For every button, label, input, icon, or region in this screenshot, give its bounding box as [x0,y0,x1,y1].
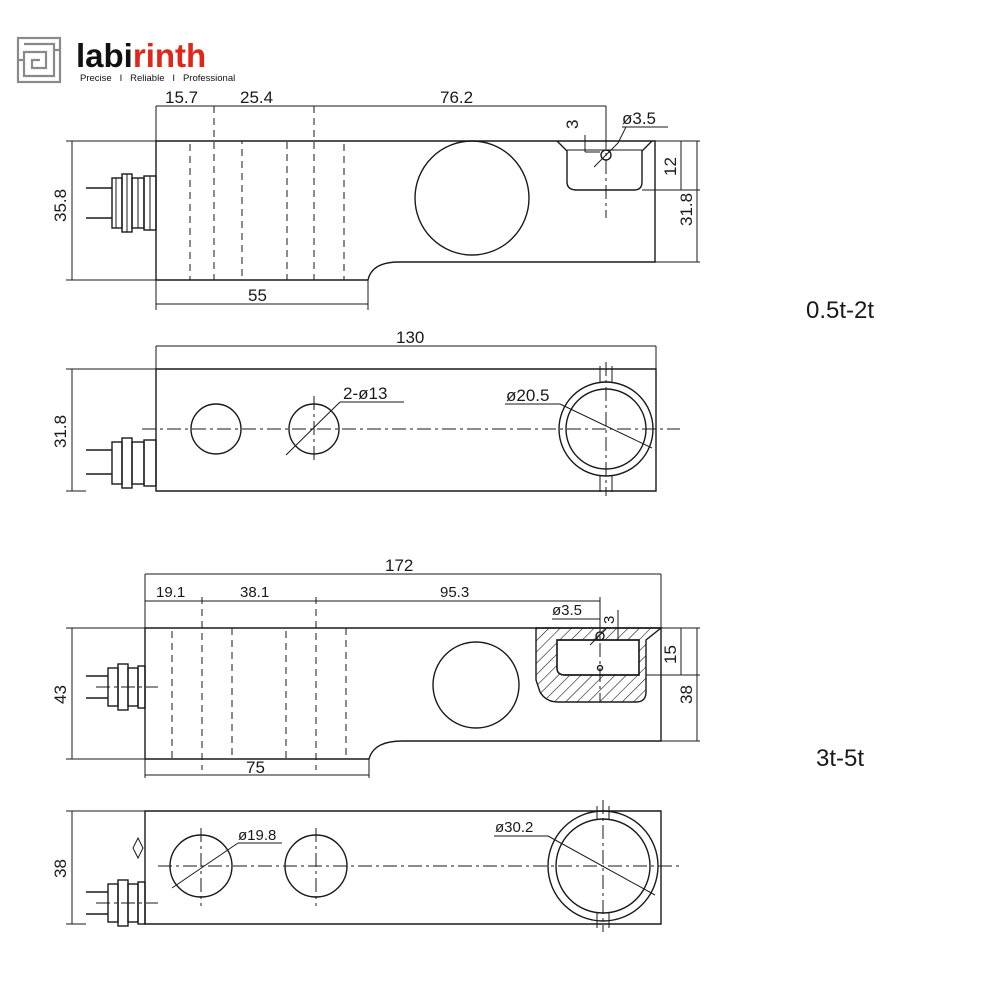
bottom-dim-75: 75 [246,758,265,777]
diamond-marker-icon [132,836,144,860]
range-label-top: 0.5t-2t [806,297,874,324]
top-side-view: 15.7 25.4 76.2 ø3.5 3 55 35.8 12 31.8 [51,88,700,310]
brand-prefix: labi [76,37,133,74]
top-dim-31-8-left: 31.8 [51,415,70,448]
top-dim-130: 130 [396,328,424,347]
top-dim-31-8-right: 31.8 [677,193,696,226]
range-label-bottom: 3t-5t [816,745,864,772]
bottom-dim-172: 172 [385,556,413,575]
cable-gland [86,879,158,927]
mount-hole [432,641,520,729]
brand-suffix: rinth [133,37,206,74]
bottom-dim-offset: 3 [601,616,618,624]
top-dim-offset: 3 [563,120,582,129]
top-dim-76-2: 76.2 [440,88,473,107]
cable-gland [86,173,157,233]
top-dim-15-7: 15.7 [165,88,198,107]
bottom-dim-15: 15 [661,645,680,664]
brand-name: labirinth [76,37,206,74]
bottom-dim-19-1: 19.1 [156,584,185,601]
bottom-dim-big-hole: ø30.2 [495,819,533,836]
beam-body [144,627,662,760]
top-plan-view: 130 2-ø13 ø20.5 31.8 [51,328,680,496]
top-dim-55: 55 [248,286,267,305]
cable-gland [86,663,158,711]
top-dim-12: 12 [661,157,680,176]
bottom-dim-hole: ø3.5 [552,602,582,619]
labyrinth-mark-icon [16,36,62,84]
top-dim-25-4: 25.4 [240,88,273,107]
top-dim-35-8: 35.8 [51,189,70,222]
top-dim-holes: 2-ø13 [343,384,387,403]
mount-hole [414,140,530,256]
logo: labirinth Precise I Reliable I Professio… [16,36,235,84]
bottom-dim-95-3: 95.3 [440,584,469,601]
cable-gland [86,437,157,489]
bottom-side-view: 172 19.1 38.1 95.3 ø3.5 3 [51,556,700,778]
beam-plan [155,368,657,492]
bottom-plan-view: ø19.8 ø30.2 38 [51,800,680,932]
bottom-dim-38-1: 38.1 [240,584,269,601]
bottom-dim-38-left: 38 [51,859,70,878]
beam-plan [144,810,662,925]
bottom-dim-hole-small: ø19.8 [238,827,276,844]
brand-tagline: Precise I Reliable I Professional [80,73,235,84]
beam-body [155,140,656,281]
top-dim-big-hole: ø20.5 [506,386,549,405]
bottom-dim-43: 43 [51,685,70,704]
top-dim-hole: ø3.5 [622,109,656,128]
bottom-dim-38-right: 38 [677,685,696,704]
